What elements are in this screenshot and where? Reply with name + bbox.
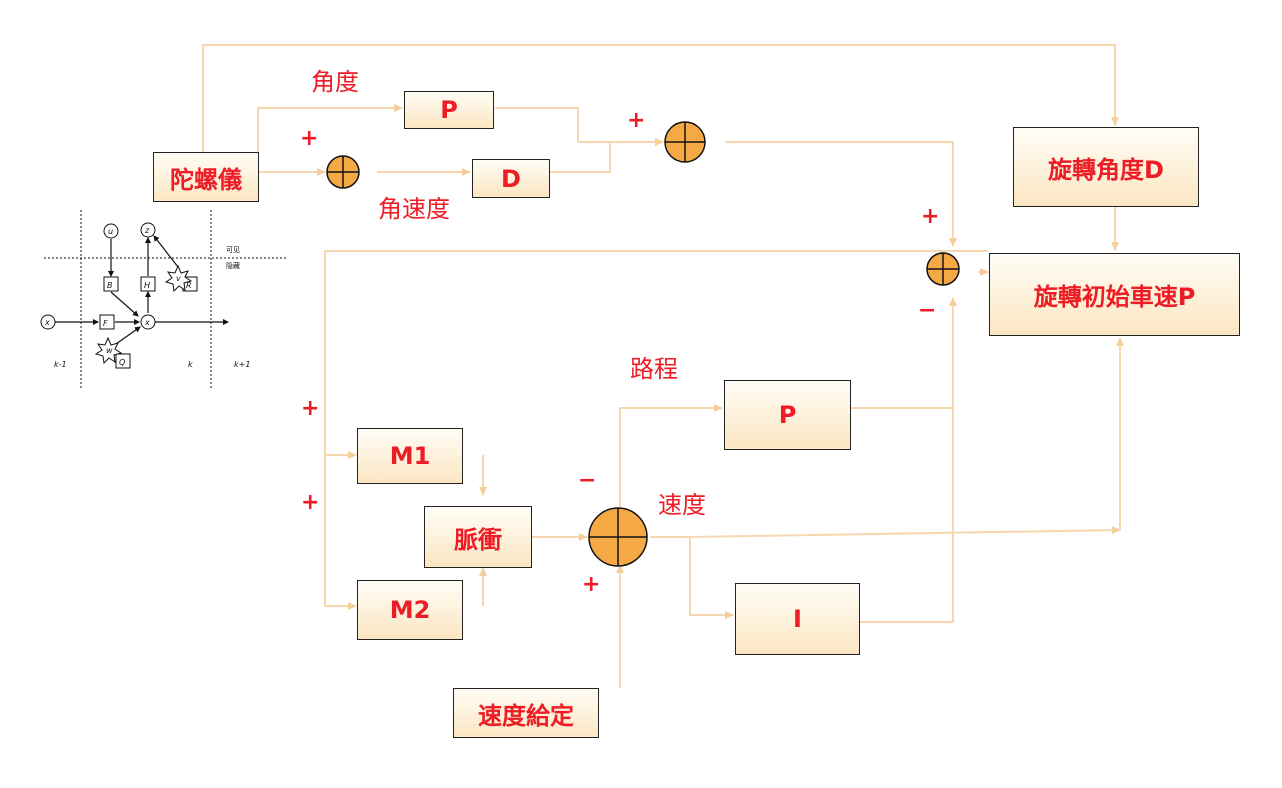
m1-box: M1 <box>357 428 463 484</box>
kalman-star-w: w <box>106 346 113 355</box>
line-sum4-to-pdist <box>619 404 723 507</box>
kalman-model-figure: u z x x B H F R Q v w 可见 隐藏 k-1 k k+1 <box>40 210 286 388</box>
label-speed: 速度 <box>658 491 706 519</box>
label-distance: 路程 <box>630 355 678 383</box>
kalman-box-f: F <box>103 319 108 328</box>
gyro-box: 陀螺儀 <box>153 152 259 202</box>
line-speed-to-i <box>689 537 734 619</box>
sign-minus-sum3: − <box>918 298 937 323</box>
kalman-box-h: H <box>144 281 150 290</box>
label-angular-rate: 角速度 <box>378 195 450 223</box>
line-speed-to-rotp <box>689 526 1121 538</box>
kalman-star-v: v <box>176 274 181 283</box>
summing-junction-1 <box>326 155 360 189</box>
label-angle: 角度 <box>311 68 359 96</box>
rot-speed-p-box: 旋轉初始車速P <box>989 253 1240 336</box>
sign-plus-sum4: + <box>582 572 601 597</box>
summing-junction-3 <box>926 252 960 286</box>
rot-angle-d-box: 旋轉角度D <box>1013 127 1199 207</box>
sign-plus-m2: + <box>301 490 320 515</box>
sign-plus-sum1: + <box>300 126 319 151</box>
d-rate-box: D <box>472 159 550 198</box>
kalman-visible-label: 可见 <box>226 246 240 254</box>
kalman-node-u: u <box>108 227 113 236</box>
speed-setpoint-box: 速度給定 <box>453 688 599 738</box>
line-p-to-sum2 <box>495 107 664 146</box>
p-distance-box: P <box>724 380 851 450</box>
kalman-k: k <box>188 360 193 369</box>
m2-box: M2 <box>357 580 463 640</box>
line-gyro-to-p <box>257 104 403 160</box>
sign-plus-sum3: + <box>921 204 940 229</box>
sign-minus-sum4: − <box>578 468 597 493</box>
kalman-node-x-prev: x <box>44 318 50 327</box>
kalman-node-x: x <box>144 318 150 327</box>
kalman-k-minus-1: k-1 <box>54 360 67 369</box>
line-sum2-to-sum3 <box>725 141 957 247</box>
kalman-box-b: B <box>107 281 113 290</box>
kalman-hidden-label: 隐藏 <box>226 261 240 270</box>
summing-junction-4 <box>588 507 648 567</box>
line-d-to-sum2 <box>550 142 611 173</box>
sign-plus-sum2: + <box>627 108 646 133</box>
p-angle-box: P <box>404 91 494 129</box>
line-pdist-to-sum3 <box>851 407 954 418</box>
kalman-box-r: R <box>186 281 192 290</box>
i-speed-box: I <box>735 583 860 655</box>
line-to-m2 <box>324 455 357 610</box>
kalman-k-plus-1: k+1 <box>234 360 250 369</box>
line-i-to-sum3 <box>860 297 957 623</box>
line-gyro-to-rot-angle <box>202 44 1119 152</box>
sign-plus-m1: + <box>301 396 320 421</box>
kalman-node-z: z <box>144 226 150 235</box>
kalman-box-q: Q <box>119 358 125 367</box>
line-rotp-to-feedback <box>324 250 988 455</box>
summing-junction-2 <box>664 121 706 163</box>
pulse-box: 脈衝 <box>424 506 532 568</box>
